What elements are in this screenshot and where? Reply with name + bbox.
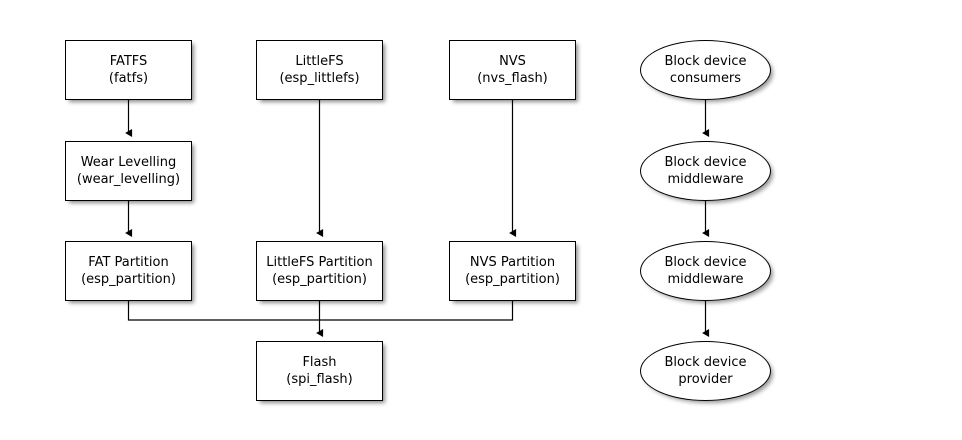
edge-nvs-partition-to-flash — [319, 301, 514, 321]
node-label-primary: Block device — [664, 355, 747, 370]
node-nvs: NVS (nvs_flash) — [449, 40, 576, 100]
node-label-secondary: consumers — [669, 71, 742, 86]
node-label-primary: Flash — [302, 355, 337, 370]
node-label-secondary: (fatfs) — [108, 71, 149, 86]
node-block-device-middleware-2: Block device middleware — [640, 241, 771, 301]
node-label-primary: Block device — [664, 255, 747, 270]
node-littlefs: LittleFS (esp_littlefs) — [256, 40, 383, 100]
node-label-secondary: (wear_levelling) — [76, 172, 181, 187]
node-label-secondary: provider — [678, 372, 733, 387]
node-label-primary: FAT Partition — [88, 255, 169, 270]
node-fat-partition: FAT Partition (esp_partition) — [65, 241, 192, 301]
node-label-secondary: (spi_flash) — [286, 372, 353, 387]
node-label-primary: Block device — [664, 155, 747, 170]
node-label-primary: NVS Partition — [469, 255, 556, 270]
node-nvs-partition: NVS Partition (esp_partition) — [449, 241, 576, 301]
node-wear-levelling: Wear Levelling (wear_levelling) — [65, 141, 192, 201]
node-block-device-provider: Block device provider — [640, 341, 771, 401]
node-block-device-consumers: Block device consumers — [640, 40, 771, 100]
node-label-secondary: (esp_partition) — [81, 272, 176, 287]
node-label-secondary: middleware — [667, 272, 744, 287]
node-label-primary: Wear Levelling — [80, 155, 177, 170]
node-label-secondary: (nvs_flash) — [477, 71, 548, 86]
node-label-secondary: (esp_partition) — [272, 272, 367, 287]
node-label-primary: Block device — [664, 54, 747, 69]
node-label-primary: LittleFS — [295, 54, 344, 69]
node-block-device-middleware-1: Block device middleware — [640, 141, 771, 201]
node-flash: Flash (spi_flash) — [256, 341, 383, 401]
node-label-primary: NVS — [499, 54, 526, 69]
node-label-secondary: middleware — [667, 172, 744, 187]
node-label-primary: LittleFS Partition — [266, 255, 373, 270]
node-littlefs-partition: LittleFS Partition (esp_partition) — [256, 241, 383, 301]
edge-fat-partition-to-flash — [127, 301, 320, 321]
node-label-secondary: (esp_littlefs) — [279, 71, 360, 86]
node-label-primary: FATFS — [109, 54, 148, 69]
node-label-secondary: (esp_partition) — [465, 272, 560, 287]
node-fatfs: FATFS (fatfs) — [65, 40, 192, 100]
